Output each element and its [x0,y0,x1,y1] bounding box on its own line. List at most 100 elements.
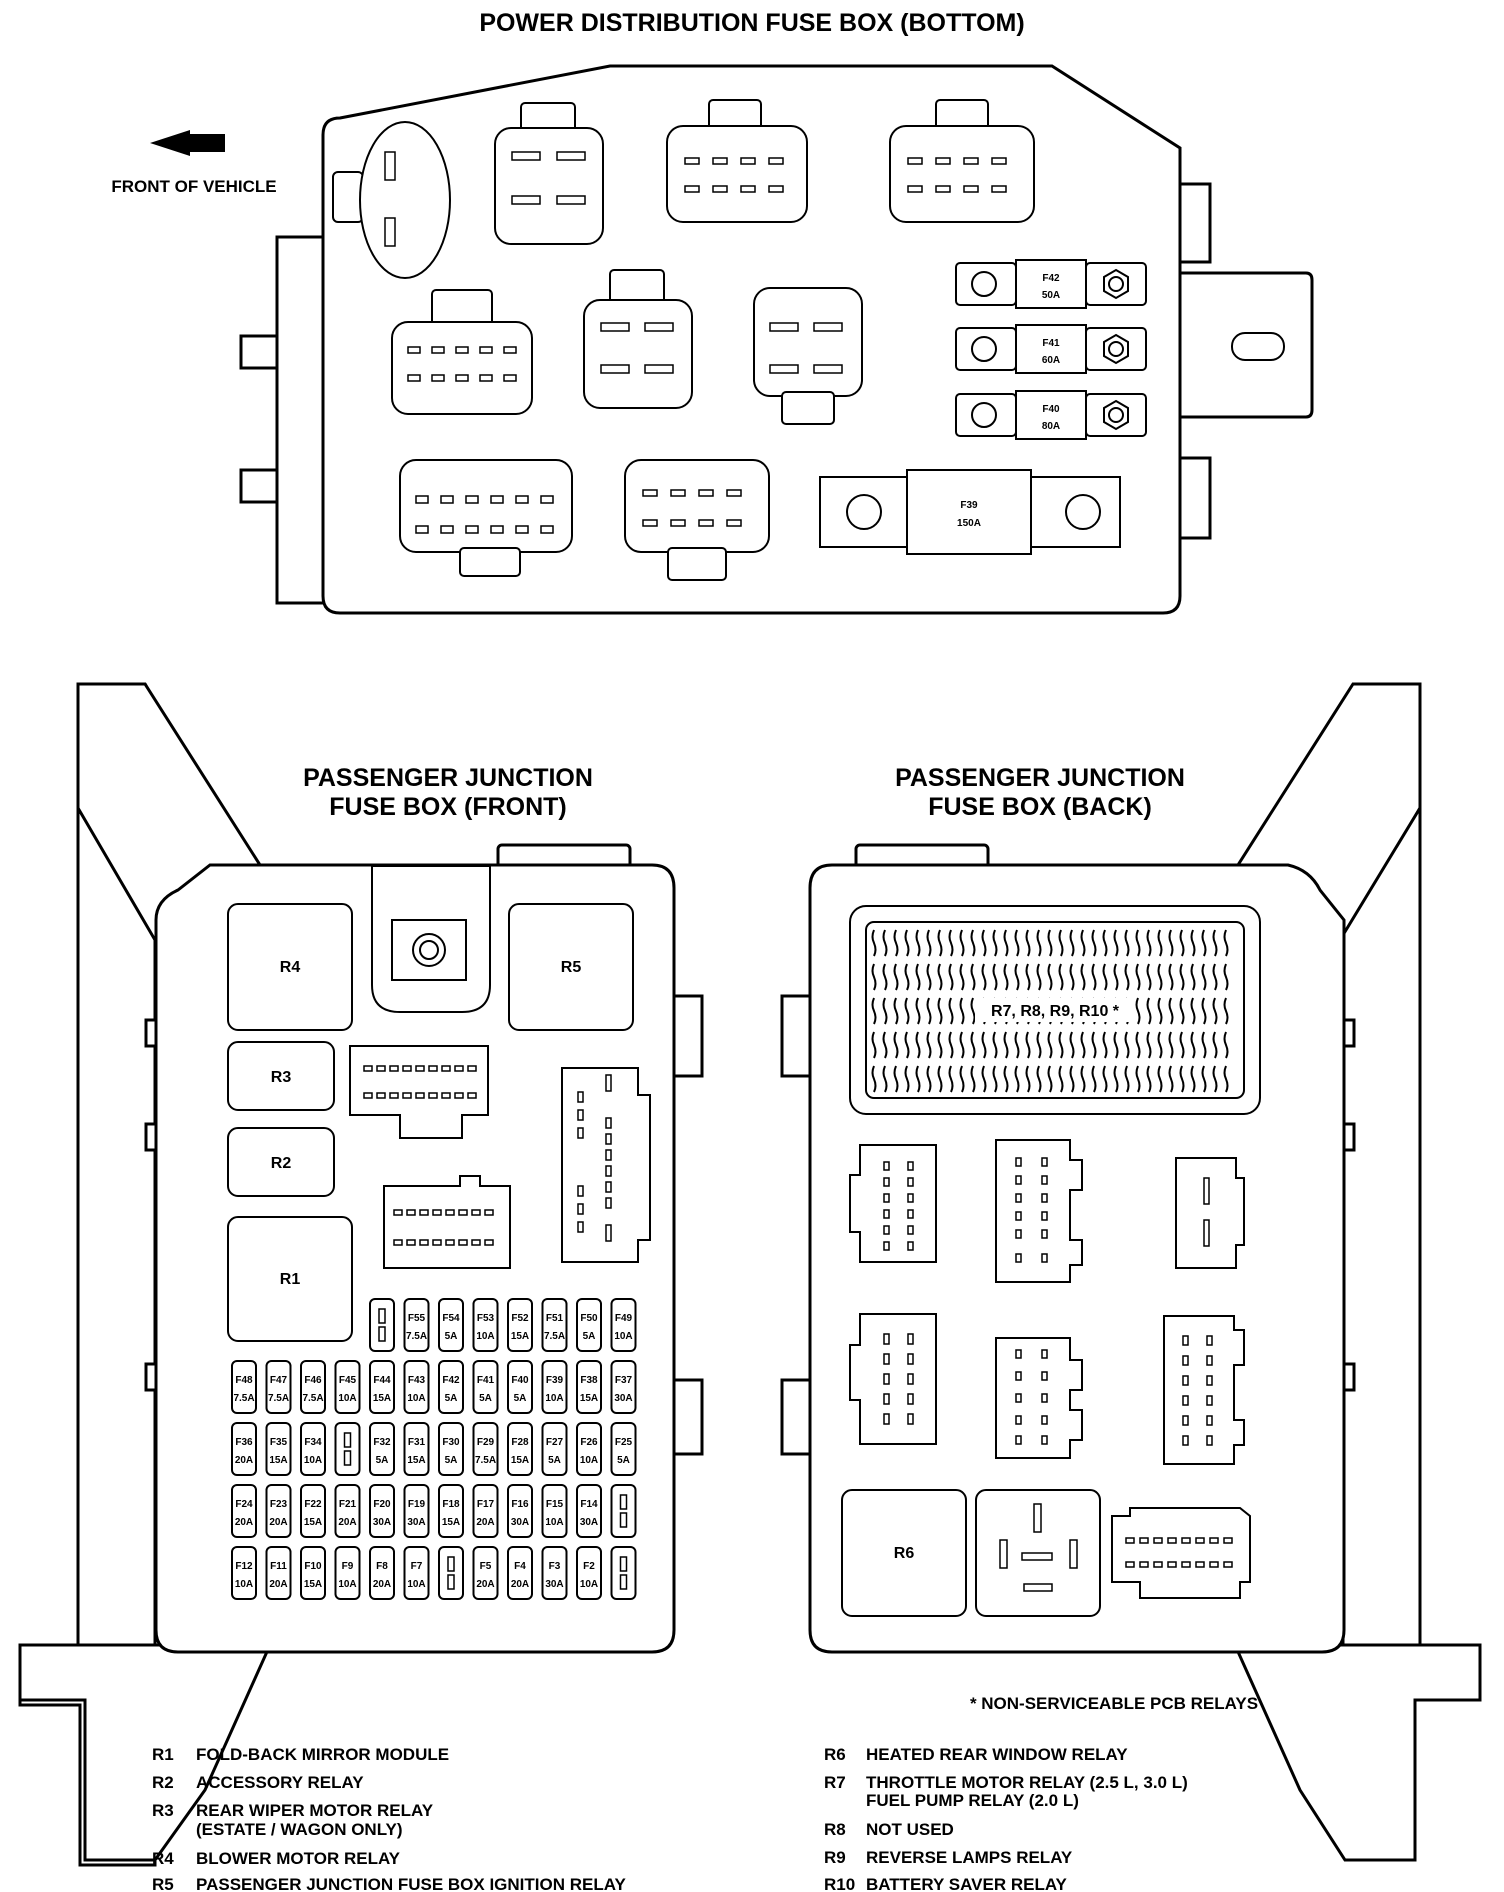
legend-text: BLOWER MOTOR RELAY [196,1849,401,1868]
legend-code: R10 [824,1875,855,1892]
fuse-id: F31 [408,1437,426,1448]
legend-text-line2: (ESTATE / WAGON ONLY) [196,1820,403,1839]
fuse-id: F27 [546,1437,564,1448]
fuse-rating: 10A [545,1393,563,1404]
fuse-f24: F24 20A [231,1484,257,1538]
legend-code: R9 [824,1848,846,1867]
relay-r5-label: R5 [561,959,582,976]
fuse-id: F41 [477,1375,495,1386]
relay-r2-label: R2 [271,1155,292,1172]
pcb-relays-label: R7, R8, R9, R10 * [991,1003,1120,1020]
fuse-id: F22 [304,1499,322,1510]
fuse-rating: 20A [338,1517,356,1528]
pdfb-title: POWER DISTRIBUTION FUSE BOX (BOTTOM) [479,9,1024,37]
fuse-id: F55 [408,1313,426,1324]
fuse-id: F5 [480,1561,492,1572]
fuse-rating: 30A [545,1579,563,1590]
fuse-rating: 50A [1042,290,1060,301]
fuse-rating: 20A [511,1579,529,1590]
legend-code: R7 [824,1773,846,1792]
fuse-id: F30 [442,1437,460,1448]
fuse-id: F40 [511,1375,529,1386]
fuse-slot-empty [438,1546,464,1600]
fuse-id: F41 [1042,338,1060,349]
fuse-rating: 15A [580,1393,598,1404]
fuse-rating: 15A [373,1393,391,1404]
fuse-rating: 30A [511,1517,529,1528]
fuse-f37: F37 30A [610,1360,637,1414]
back-title-line1: PASSENGER JUNCTION [895,764,1185,792]
fuse-f30: F30 5A [438,1422,464,1476]
fuse-rating: 20A [269,1579,287,1590]
fuse-rating: 15A [407,1455,425,1466]
fuse-id: F12 [235,1561,253,1572]
fuse-id: F52 [511,1313,529,1324]
fuse-slot-empty [334,1422,361,1476]
fuse-id: F7 [411,1561,423,1572]
fuse-rating: 30A [614,1393,632,1404]
fuse-rating: 5A [445,1331,458,1342]
fuse-f39: F39 150A [819,469,1121,555]
fuse-id: F46 [304,1375,322,1386]
relay-legend-left: R1 FOLD-BACK MIRROR MODULE R2 ACCESSORY … [152,1745,626,1892]
fuse-id: F2 [583,1561,595,1572]
fuse-rating: 7.5A [406,1331,427,1342]
front-title-line1: PASSENGER JUNCTION [303,764,593,792]
fuse-id: F24 [235,1499,253,1510]
fuse-id: F43 [408,1375,426,1386]
fuse-rating: 10A [407,1579,425,1590]
fuse-id: F53 [477,1313,495,1324]
fuse-rating: 5A [548,1455,561,1466]
fuse-f7: F7 10A [403,1546,430,1600]
power-distribution-fuse-box: F42 50A F41 60A F40 80A [239,64,1314,615]
fuse-f31: F31 15A [403,1422,430,1476]
fuse-id: F29 [477,1437,495,1448]
legend-text: REVERSE LAMPS RELAY [866,1848,1073,1867]
fuse-rating: 20A [235,1455,253,1466]
fuse-id: F19 [408,1499,426,1510]
fuse-id: F28 [511,1437,529,1448]
fuse-rating: 5A [445,1455,458,1466]
fuse-f27: F27 5A [541,1422,568,1476]
front-of-vehicle-label: FRONT OF VEHICLE [111,177,276,196]
fuse-rating: 10A [614,1331,632,1342]
relay-r4-label: R4 [280,959,301,976]
fuse-id: F18 [442,1499,460,1510]
front-fuse-grid: F557.5AF545AF5310AF5215AF517.5AF505AF491… [231,1298,637,1600]
legend-text: BATTERY SAVER RELAY [866,1875,1068,1892]
fuse-f29: F29 7.5A [472,1422,499,1476]
fuse-slot-empty [610,1546,637,1600]
fuse-id: F3 [549,1561,561,1572]
legend-code: R6 [824,1745,846,1764]
relay-r6-label: R6 [894,1545,915,1562]
fuse-id: F39 [546,1375,564,1386]
fuse-id: F37 [615,1375,633,1386]
fuse-rating: 5A [376,1455,389,1466]
fuse-f42: F42 50A [955,259,1147,309]
fuse-id: F48 [235,1375,253,1386]
fuse-rating: 7.5A [475,1455,496,1466]
fuse-rating: 20A [235,1517,253,1528]
fuse-rating: 5A [445,1393,458,1404]
fuse-id: F42 [1042,273,1060,284]
fuse-rating: 5A [514,1393,527,1404]
legend-text: PASSENGER JUNCTION FUSE BOX IGNITION REL… [196,1875,626,1892]
